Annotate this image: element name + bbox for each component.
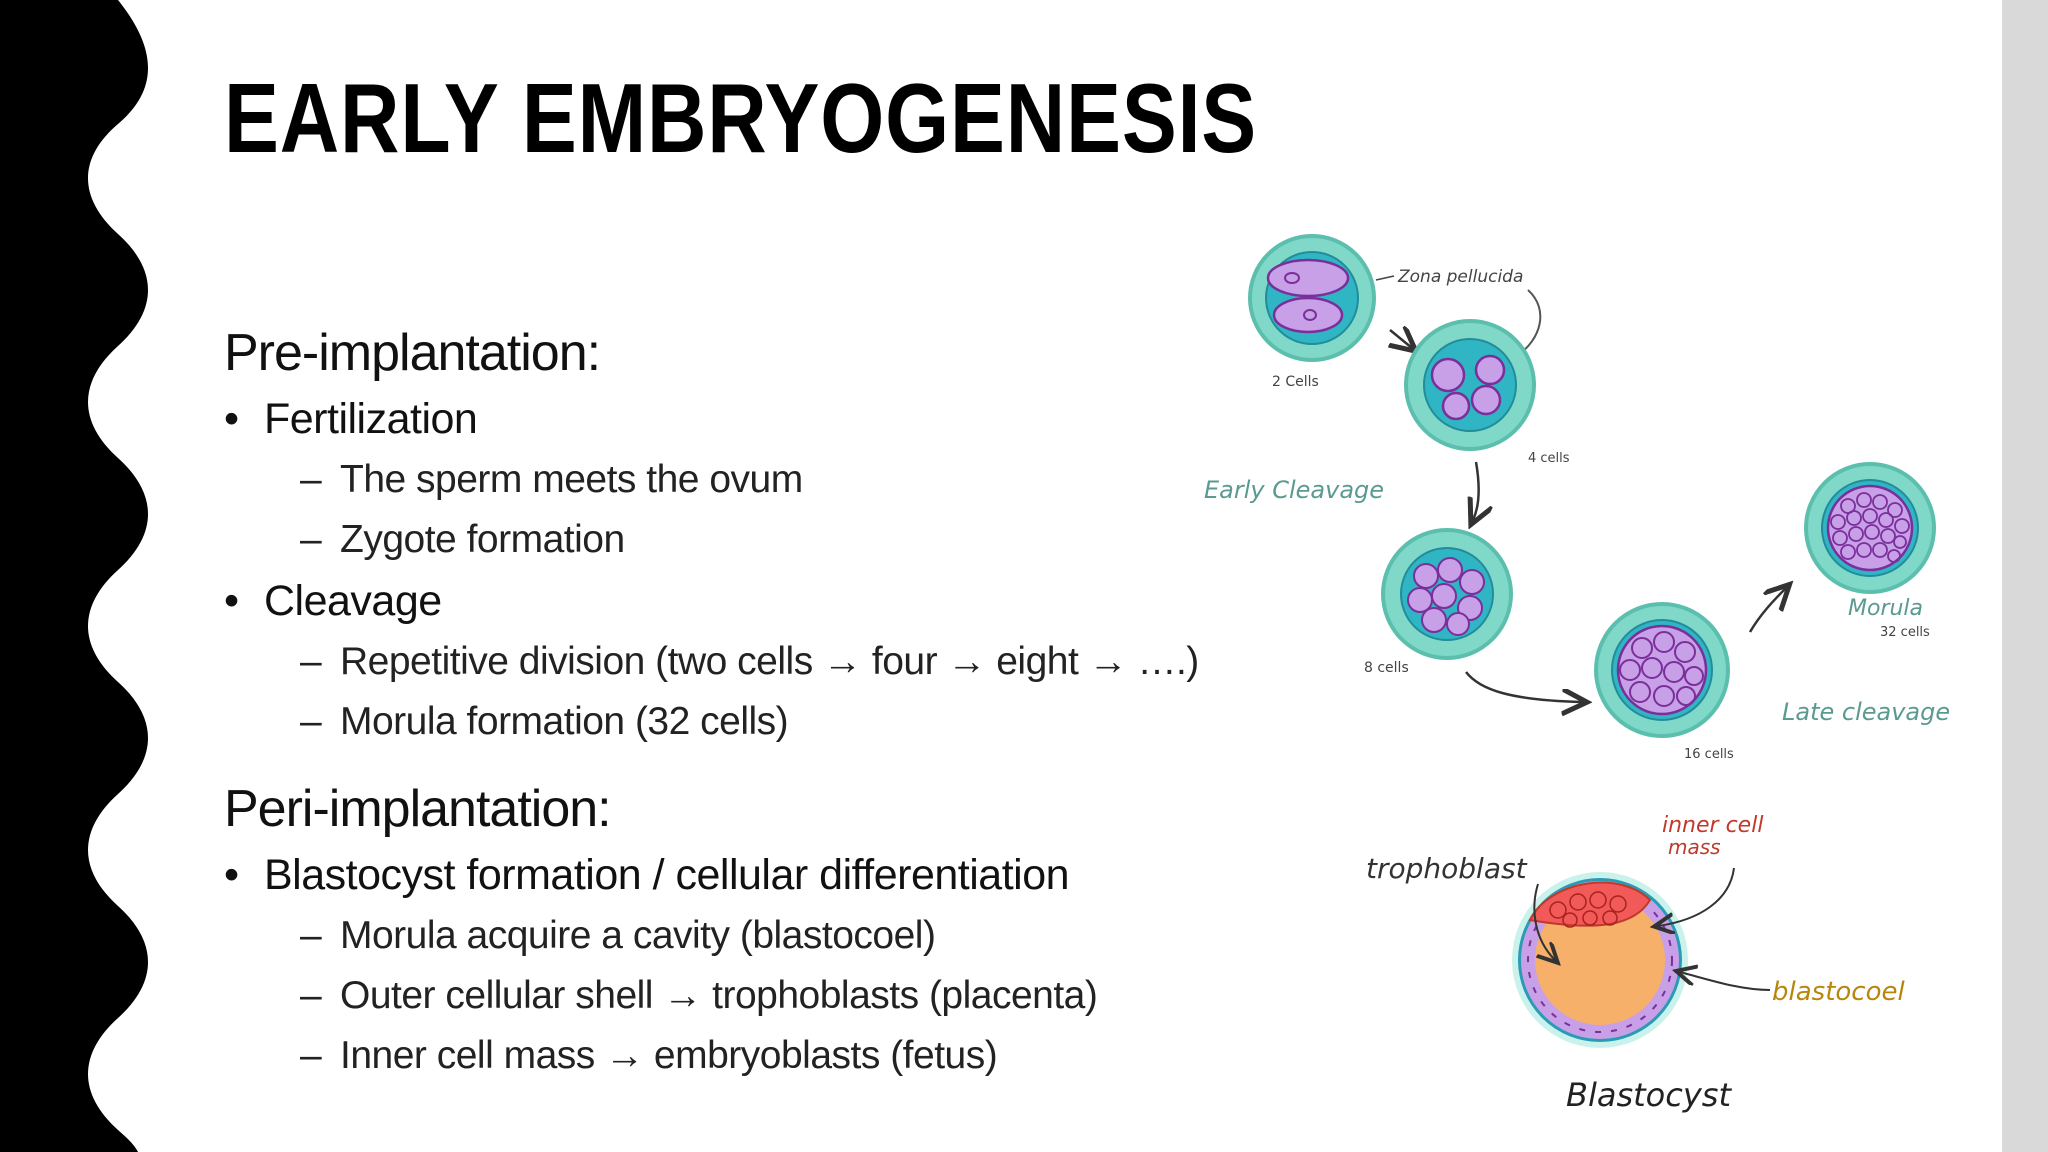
bullet-blastocyst: • Blastocyst formation / cellular differ… xyxy=(224,844,1204,906)
dash-icon: – xyxy=(300,914,322,957)
label-mass: mass xyxy=(1668,835,1721,859)
two-cell-embryo xyxy=(1248,234,1376,362)
subbullet-text: Inner cell mass → embryoblasts (fetus) xyxy=(340,1034,998,1077)
bullet-label: Cleavage xyxy=(264,577,442,625)
label-late-cleavage: Late cleavage xyxy=(1782,698,1950,726)
subbullet: – Morula acquire a cavity (blastocoel) xyxy=(224,906,1204,966)
bullet-icon: • xyxy=(224,577,239,625)
subbullet-text: Zygote formation xyxy=(340,518,625,561)
subbullet: – Zygote formation xyxy=(224,510,1204,570)
label-two-cells: 2 Cells xyxy=(1272,374,1319,390)
label-morula: Morula xyxy=(1848,596,1923,621)
subbullet: – The sperm meets the ovum xyxy=(224,450,1204,510)
label-morula-cells: 32 cells xyxy=(1880,625,1930,640)
blastocyst xyxy=(1512,872,1688,1048)
morula xyxy=(1804,462,1936,594)
label-inner-cell: inner cell xyxy=(1662,813,1763,838)
subbullet-text: Outer cellular shell → trophoblasts (pla… xyxy=(340,974,1098,1017)
subbullet: – Outer cellular shell → trophoblasts (p… xyxy=(224,966,1204,1026)
dash-icon: – xyxy=(300,1034,322,1077)
subbullet: – Morula formation (32 cells) xyxy=(224,692,1204,752)
dash-icon: – xyxy=(300,700,322,743)
bullet-fertilization: • Fertilization xyxy=(224,388,1204,450)
section-heading-pre: Pre-implantation: xyxy=(224,324,601,382)
scrollbar[interactable] xyxy=(2002,0,2048,1152)
label-eight-cells: 8 cells xyxy=(1364,660,1409,676)
dash-icon: – xyxy=(300,518,322,561)
subbullet: – Inner cell mass → embryoblasts (fetus) xyxy=(224,1026,1204,1086)
label-four-cells: 4 cells xyxy=(1528,451,1570,466)
dash-icon: – xyxy=(300,458,322,501)
label-blastocyst: Blastocyst xyxy=(1566,1076,1732,1114)
embryo-development-diagram: Zona pellucida 2 Cells 4 cells Early Cle… xyxy=(1204,234,1950,1114)
label-early-cleavage: Early Cleavage xyxy=(1204,476,1384,504)
bullet-label: Fertilization xyxy=(264,395,478,443)
subbullet-text: Morula acquire a cavity (blastocoel) xyxy=(340,914,936,957)
four-cell-embryo xyxy=(1404,319,1536,451)
bullet-cleavage: • Cleavage xyxy=(224,570,1204,632)
bullet-icon: • xyxy=(224,851,239,899)
sixteen-cell-embryo xyxy=(1594,602,1730,738)
label-trophoblast: trophoblast xyxy=(1366,852,1528,885)
dash-icon: – xyxy=(300,974,322,1017)
wavy-black-border xyxy=(0,0,148,1152)
label-sixteen-cells: 16 cells xyxy=(1684,747,1734,762)
label-zona-pellucida: Zona pellucida xyxy=(1397,267,1523,287)
subbullet-text: The sperm meets the ovum xyxy=(340,458,803,501)
label-blastocoel: blastocoel xyxy=(1772,977,1906,1007)
slide-content: Pre-implantation: • Fertilization – The … xyxy=(224,318,1204,1086)
dash-icon: – xyxy=(300,640,322,683)
subbullet-text: Morula formation (32 cells) xyxy=(340,700,789,743)
bullet-label: Blastocyst formation / cellular differen… xyxy=(264,851,1070,899)
subbullet-text: Repetitive division (two cells → four → … xyxy=(340,640,1199,683)
section-heading-peri: Peri-implantation: xyxy=(224,780,612,838)
slide-title: EARLY EMBRYOGENESIS xyxy=(224,63,1258,173)
bullet-icon: • xyxy=(224,395,239,443)
subbullet: – Repetitive division (two cells → four … xyxy=(224,632,1204,692)
eight-cell-embryo xyxy=(1381,528,1513,660)
